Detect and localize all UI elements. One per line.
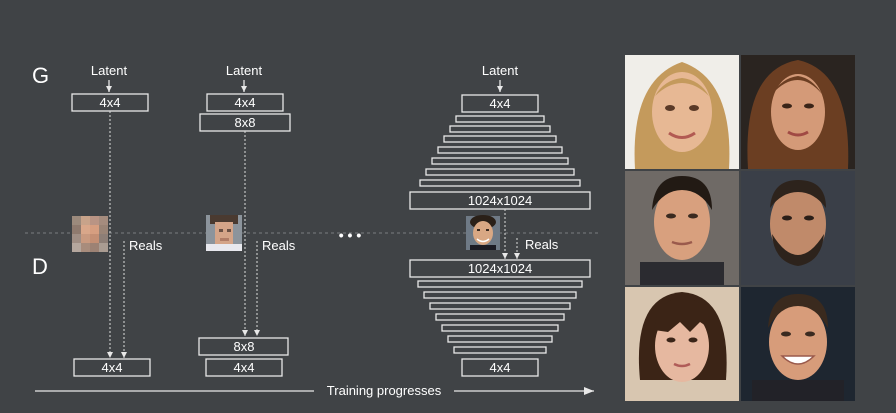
d-block-8x8 bbox=[198, 337, 289, 356]
reals-label: Reals bbox=[129, 238, 163, 253]
g-block-1024x1024 bbox=[409, 191, 591, 210]
d-block-label: 4x4 bbox=[102, 360, 123, 375]
generator-label: G bbox=[32, 63, 49, 88]
g-top-label: 4x4 bbox=[490, 96, 511, 111]
generated-faces-grid bbox=[625, 55, 855, 401]
reals-label: Reals bbox=[525, 237, 559, 252]
face-brunette-woman bbox=[741, 55, 855, 169]
face-bangs-woman bbox=[625, 287, 739, 401]
stage-3: Latent 4x4 1024x1024 Reals 1024x1024 bbox=[409, 63, 591, 377]
g-growing-layers bbox=[419, 115, 581, 187]
g-block-4x4 bbox=[206, 93, 284, 112]
discriminator-label: D bbox=[32, 254, 48, 279]
d-block-1024x1024 bbox=[409, 259, 591, 278]
real-image-4x4 bbox=[72, 216, 108, 252]
reals-label: Reals bbox=[262, 238, 296, 253]
d-block-label: 8x8 bbox=[234, 339, 255, 354]
d-shrinking-layers bbox=[417, 280, 583, 354]
g-block-4x4 bbox=[461, 94, 539, 113]
d-block-4x4 bbox=[73, 358, 151, 377]
latent-label: Latent bbox=[226, 63, 263, 78]
d-bottom-label: 4x4 bbox=[490, 360, 511, 375]
stage-2: Latent 4x4 8x8 Reals 8x8 4x4 bbox=[198, 63, 296, 377]
g-block-label: 4x4 bbox=[100, 95, 121, 110]
d-block-4x4 bbox=[205, 358, 283, 377]
ellipsis: • • • bbox=[339, 227, 362, 243]
face-blonde-woman bbox=[625, 55, 739, 169]
latent-label: Latent bbox=[482, 63, 519, 78]
g-block-label: 8x8 bbox=[235, 115, 256, 130]
real-image-8x8 bbox=[206, 215, 242, 251]
g-block-label: 4x4 bbox=[235, 95, 256, 110]
d-block-label: 4x4 bbox=[234, 360, 255, 375]
training-progresses-label: Training progresses bbox=[327, 383, 442, 398]
stage-1: Latent 4x4 Reals 4x4 bbox=[71, 63, 163, 377]
real-image-1024x1024 bbox=[466, 215, 500, 250]
face-smiling-man bbox=[741, 287, 855, 401]
face-bearded-man bbox=[741, 171, 855, 285]
face-dark-hair-man bbox=[625, 171, 739, 285]
d-top-label: 1024x1024 bbox=[468, 261, 532, 276]
d-block-4x4 bbox=[461, 358, 539, 377]
g-bottom-label: 1024x1024 bbox=[468, 193, 532, 208]
latent-label: Latent bbox=[91, 63, 128, 78]
